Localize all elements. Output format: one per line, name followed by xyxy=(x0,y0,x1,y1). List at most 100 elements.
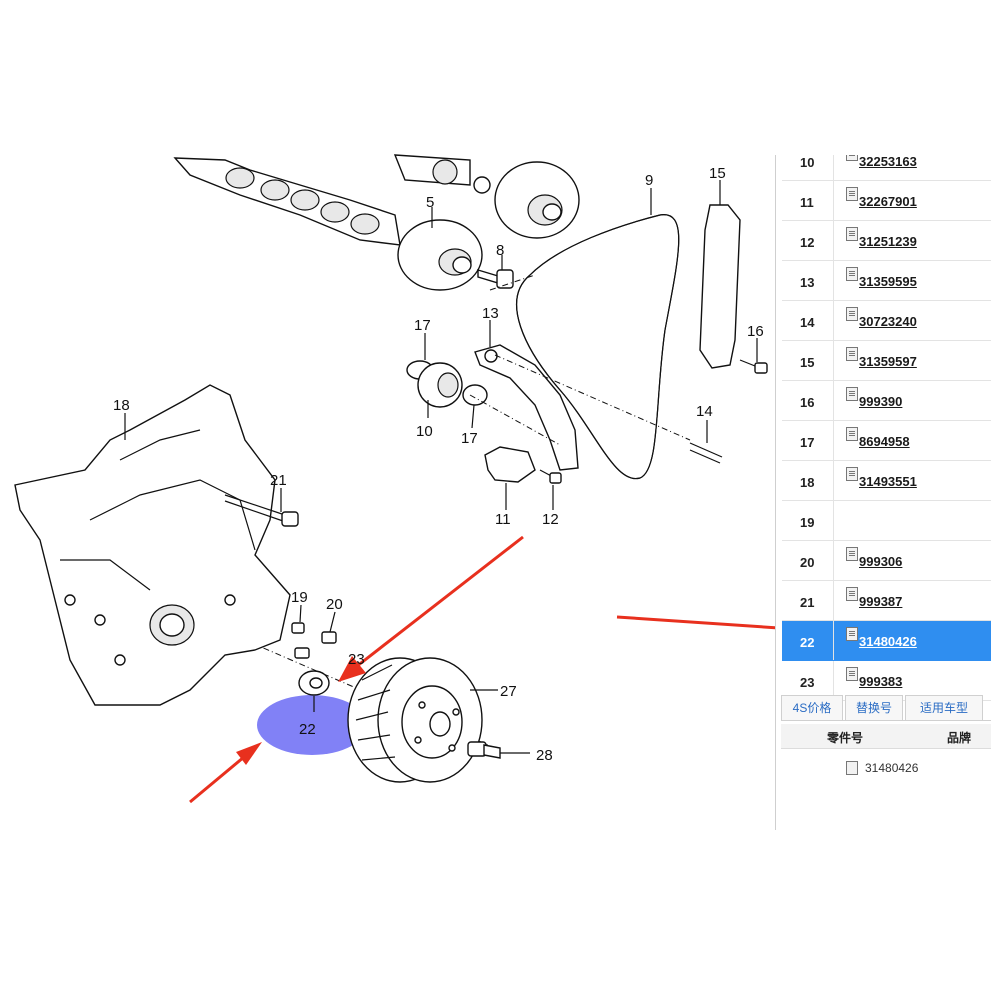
parts-row-17[interactable]: 17 8694958 xyxy=(782,421,991,461)
tab-replacement-no[interactable]: 替换号 xyxy=(845,695,903,720)
callout-21: 21 xyxy=(270,472,287,489)
part-number-link[interactable]: 999383 xyxy=(859,674,903,689)
row-number: 14 xyxy=(800,315,815,330)
row-divider xyxy=(833,501,834,540)
parts-row-16[interactable]: 16 999390 xyxy=(782,381,991,421)
parts-row-10[interactable]: 10 32253163 xyxy=(782,155,991,181)
row-divider xyxy=(833,221,834,260)
parts-row-19[interactable]: 19 xyxy=(782,501,991,541)
callout-28: 28 xyxy=(536,747,553,764)
callout-27: 27 xyxy=(500,683,517,700)
callout-10: 10 xyxy=(416,423,433,440)
document-icon xyxy=(846,587,858,601)
parts-row-14[interactable]: 14 30723240 xyxy=(782,301,991,341)
part-number-link[interactable]: 999306 xyxy=(859,554,903,569)
row-number: 17 xyxy=(800,435,815,450)
row-number: 11 xyxy=(800,195,814,210)
row-divider xyxy=(833,661,834,700)
part-number-link[interactable]: 32267901 xyxy=(859,194,917,209)
row-divider xyxy=(833,581,834,620)
crank-pulley-27 xyxy=(347,657,483,783)
document-icon xyxy=(846,761,858,775)
bolt-16 xyxy=(739,359,768,374)
row-divider xyxy=(833,621,834,660)
part-number-link[interactable]: 30723240 xyxy=(859,314,917,329)
callout-9: 9 xyxy=(645,172,653,189)
sprocket-10 xyxy=(406,360,488,408)
row-divider xyxy=(833,155,834,180)
parts-row-18[interactable]: 18 31493551 xyxy=(782,461,991,501)
row-number: 16 xyxy=(800,395,815,410)
part-number-link[interactable]: 8694958 xyxy=(859,434,910,449)
part-number-link[interactable]: 31359595 xyxy=(859,274,917,289)
bolt-8 xyxy=(477,269,514,289)
document-icon xyxy=(846,627,858,641)
pin-14 xyxy=(689,442,723,458)
document-icon xyxy=(846,427,858,441)
row-divider xyxy=(833,381,834,420)
parts-row-20[interactable]: 20 999306 xyxy=(782,541,991,581)
row-divider xyxy=(833,341,834,380)
tab-4s-price[interactable]: 4S价格 xyxy=(781,695,843,720)
document-icon xyxy=(846,387,858,401)
document-icon xyxy=(846,547,858,561)
parts-row-22-selected[interactable]: 22 31480426 xyxy=(782,621,991,661)
row-divider xyxy=(833,421,834,460)
callout-5: 5 xyxy=(426,194,434,211)
callout-14: 14 xyxy=(696,403,713,420)
part-number-link[interactable]: 999390 xyxy=(859,394,903,409)
parts-row-13[interactable]: 13 31359595 xyxy=(782,261,991,301)
highlight-ellipse xyxy=(257,695,367,755)
callout-20: 20 xyxy=(326,596,343,613)
bolt-21 xyxy=(224,494,299,527)
parts-row-11[interactable]: 11 32267901 xyxy=(782,181,991,221)
red-arrow-diagram-lower xyxy=(189,742,262,804)
row-number: 13 xyxy=(800,275,815,290)
row-divider xyxy=(833,181,834,220)
red-arrow-diagram-upper xyxy=(338,535,524,682)
part-number-link[interactable]: 31480426 xyxy=(859,634,917,649)
callout-15: 15 xyxy=(709,165,726,182)
callout-18: 18 xyxy=(113,397,130,414)
part-number-link[interactable]: 32253163 xyxy=(859,155,917,169)
info-tabs: 4S价格 替换号 适用车型 xyxy=(781,695,991,721)
row-divider xyxy=(833,541,834,580)
row-number: 23 xyxy=(800,675,815,690)
part-number-link[interactable]: 31493551 xyxy=(859,474,917,489)
camshaft xyxy=(173,154,471,246)
part-number-link[interactable]: 31251239 xyxy=(859,234,917,249)
parts-row-12[interactable]: 12 31251239 xyxy=(782,221,991,261)
tensioner-11 xyxy=(484,446,536,483)
part-number-link[interactable]: 31359597 xyxy=(859,354,917,369)
row-number: 10 xyxy=(800,155,815,170)
callout-17-upper: 17 xyxy=(414,317,431,334)
document-icon xyxy=(846,467,858,481)
callout-22: 22 xyxy=(299,721,316,738)
document-icon xyxy=(846,347,858,361)
callout-8: 8 xyxy=(496,242,504,259)
bolt-12 xyxy=(539,469,562,484)
row-number: 15 xyxy=(800,355,815,370)
document-icon xyxy=(846,187,858,201)
callout-17-lower: 17 xyxy=(461,430,478,447)
part-number-link[interactable]: 999387 xyxy=(859,594,903,609)
result-table-header: 零件号 品牌 xyxy=(781,724,991,749)
tab-applicable-models[interactable]: 适用车型 xyxy=(905,695,983,720)
row-number: 22 xyxy=(800,635,815,650)
callout-16: 16 xyxy=(747,323,764,340)
parts-row-21[interactable]: 21 999387 xyxy=(782,581,991,621)
result-part-number: 31480426 xyxy=(865,761,919,775)
row-number: 19 xyxy=(800,515,815,530)
row-number: 18 xyxy=(800,475,815,490)
cam-sprocket-upper xyxy=(473,161,580,239)
header-part-no: 零件号 xyxy=(827,731,864,745)
parts-row-15[interactable]: 15 31359597 xyxy=(782,341,991,381)
washer-22 xyxy=(298,670,330,696)
document-icon xyxy=(846,227,858,241)
row-divider xyxy=(833,301,834,340)
callout-19: 19 xyxy=(291,589,308,606)
row-number: 12 xyxy=(800,235,815,250)
row-divider xyxy=(833,461,834,500)
crank-bolt-28 xyxy=(467,741,501,759)
